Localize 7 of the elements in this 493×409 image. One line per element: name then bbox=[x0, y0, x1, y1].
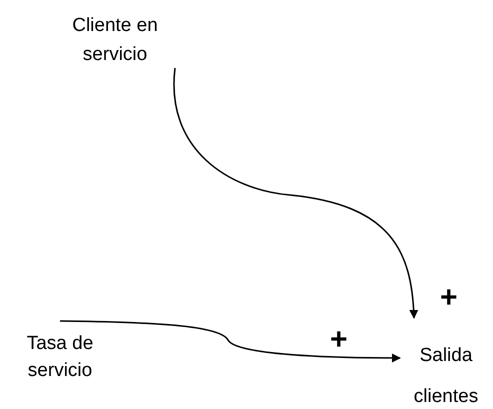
node-label: Tasa de servicio bbox=[26, 333, 94, 381]
curved-arrow bbox=[173, 68, 418, 319]
curved-arrow bbox=[60, 320, 401, 362]
polarity-sign: + bbox=[330, 325, 348, 355]
node-label: Cliente en servicio bbox=[72, 15, 158, 65]
node-label: Salida clientes bbox=[414, 345, 478, 407]
polarity-sign: + bbox=[440, 283, 458, 313]
